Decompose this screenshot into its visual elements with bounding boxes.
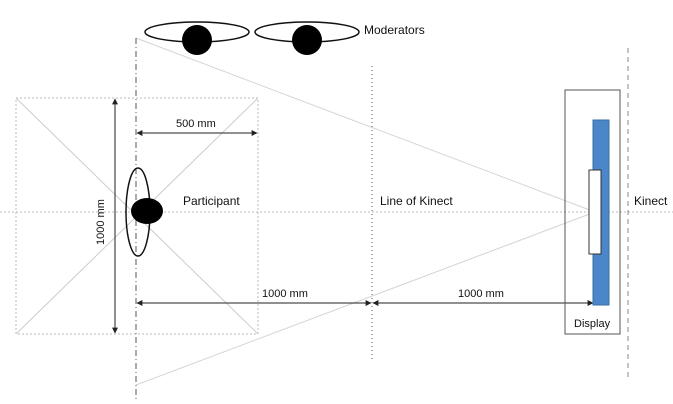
participant-figure xyxy=(125,167,163,257)
kinect-sensor xyxy=(588,169,602,255)
line-of-kinect-label: Line of Kinect xyxy=(380,194,453,208)
display-label: Display xyxy=(574,318,611,330)
height-1000-dimension: 1000 mm xyxy=(95,98,118,334)
kinect-label: Kinect xyxy=(634,194,668,208)
distance-line-to-display-label: 1000 mm xyxy=(458,288,504,300)
moderator-figure xyxy=(144,21,250,55)
distance-participant-to-line-dimension: 1000 mm xyxy=(136,288,372,306)
distance-line-to-display-dimension: 1000 mm xyxy=(372,288,594,306)
moderators-label: Moderators xyxy=(364,23,425,37)
height-1000-label: 1000 mm xyxy=(95,199,107,245)
moderator-figure xyxy=(254,21,360,55)
participant-label: Participant xyxy=(183,194,240,208)
width-500-label: 500 mm xyxy=(176,118,216,130)
kinect-field-of-view xyxy=(135,37,596,386)
distance-participant-to-line-label: 1000 mm xyxy=(262,288,308,300)
display-box: Display xyxy=(564,89,621,335)
width-500-dimension: 500 mm xyxy=(136,118,258,136)
